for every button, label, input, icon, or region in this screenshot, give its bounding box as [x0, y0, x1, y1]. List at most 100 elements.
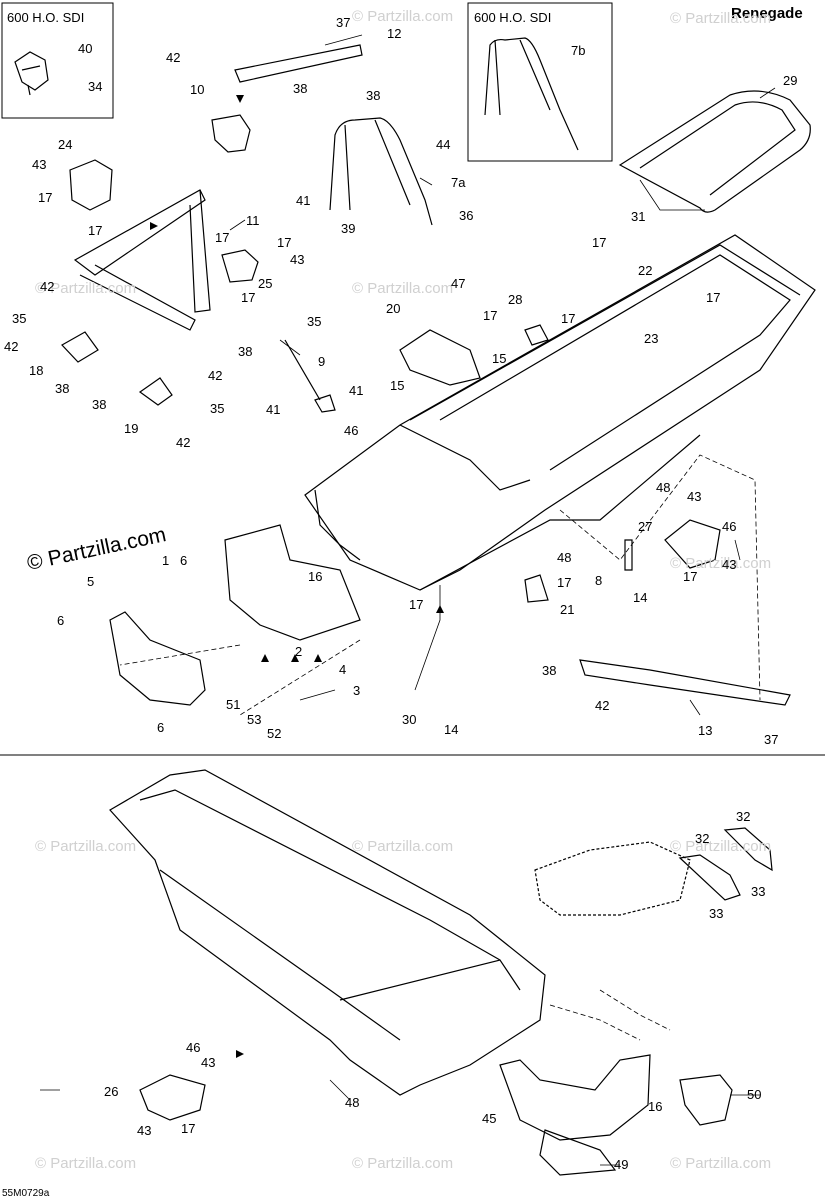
callout: 17	[683, 569, 698, 584]
callout: 29	[783, 73, 798, 88]
callout: 38	[92, 397, 107, 412]
callout: 42	[40, 279, 55, 294]
callout: 39	[341, 221, 356, 236]
callout: 23	[644, 331, 659, 346]
callout: 32	[736, 809, 751, 824]
callout: 48	[345, 1095, 360, 1110]
callout: 47	[451, 276, 466, 291]
callout: 17	[592, 235, 607, 250]
callout: 18	[29, 363, 44, 378]
callout: 46	[344, 423, 359, 438]
callout: 52	[267, 726, 282, 741]
callout: 10	[190, 82, 205, 97]
callout: 2	[295, 644, 303, 659]
callout: 38	[55, 381, 70, 396]
callout: 36	[459, 208, 474, 223]
callout: 28	[508, 292, 523, 307]
callout: 41	[266, 402, 281, 417]
watermark-6: © Partzilla.com	[35, 838, 137, 855]
callout: 12	[387, 26, 402, 41]
callout: 17	[181, 1121, 196, 1136]
callout: 43	[722, 557, 737, 572]
callout: 17	[409, 597, 424, 612]
model-title: Renegade	[731, 5, 803, 22]
callout: 30	[402, 712, 417, 727]
callout: 43	[137, 1123, 152, 1138]
callout: 37	[764, 732, 779, 747]
callout: 17	[241, 290, 256, 305]
callout: 44	[436, 137, 451, 152]
watermark-9: © Partzilla.com	[35, 1155, 137, 1172]
callout: 51	[226, 697, 241, 712]
watermark-5: © Partzilla.com	[670, 555, 772, 572]
callout: 41	[296, 193, 311, 208]
watermark-10: © Partzilla.com	[352, 1155, 454, 1172]
callout: 35	[307, 314, 322, 329]
callout: 42	[166, 50, 181, 65]
callout: 49	[614, 1157, 629, 1172]
callout: 16	[648, 1099, 663, 1114]
callout: 14	[444, 722, 459, 737]
callout: 22	[638, 263, 653, 278]
callout: 13	[698, 723, 713, 738]
callout: 42	[208, 368, 223, 383]
callout: 19	[124, 421, 139, 436]
inset-title-left: 600 H.O. SDI	[7, 10, 85, 25]
callout: 42	[595, 698, 610, 713]
callout: 43	[687, 489, 702, 504]
callout: 11	[246, 213, 260, 228]
callout: 9	[318, 354, 326, 369]
watermark-2: © Partzilla.com	[670, 10, 772, 27]
callout: 31	[631, 209, 646, 224]
callout: 25	[258, 276, 273, 291]
inset-box-left	[1, 2, 114, 119]
callout: 45	[482, 1111, 497, 1126]
watermark-7: © Partzilla.com	[352, 838, 454, 855]
callout: 17	[277, 235, 292, 250]
inset-box-right	[467, 2, 613, 162]
callout: 17	[557, 575, 572, 590]
callout: 15	[390, 378, 405, 393]
callout: 35	[210, 401, 225, 416]
watermark-4: © Partzilla.com	[352, 280, 454, 297]
callout: 27	[638, 519, 653, 534]
callout: 50	[747, 1087, 762, 1102]
callout: 8	[595, 573, 603, 588]
callout-7b: 7b	[571, 43, 586, 58]
callout: 6	[180, 553, 188, 568]
callout: 42	[4, 339, 19, 354]
callout: 46	[722, 519, 737, 534]
watermark-3: © Partzilla.com	[35, 280, 137, 297]
callout: 16	[308, 569, 323, 584]
callout: 15	[492, 351, 507, 366]
callout: 26	[104, 1084, 119, 1099]
callout: 53	[247, 712, 262, 727]
callout: 35	[12, 311, 27, 326]
callout: 46	[186, 1040, 201, 1055]
watermark-8: © Partzilla.com	[670, 838, 772, 855]
callout: 41	[349, 383, 364, 398]
callout: 48	[557, 550, 572, 565]
callout: 38	[542, 663, 557, 678]
callout: 6	[57, 613, 65, 628]
callout: 21	[560, 602, 575, 617]
callout: 37	[336, 15, 351, 30]
callout: 43	[32, 157, 47, 172]
callout: 17	[706, 290, 721, 305]
callout: 3	[353, 683, 361, 698]
watermark-1: © Partzilla.com	[352, 8, 454, 25]
callout: 7a	[451, 175, 466, 190]
callout: 20	[386, 301, 401, 316]
callout-34: 34	[88, 79, 103, 94]
callout: 43	[201, 1055, 216, 1070]
callout: 17	[215, 230, 230, 245]
callout: 33	[751, 884, 766, 899]
watermark-11: © Partzilla.com	[670, 1155, 772, 1172]
callout: 38	[366, 88, 381, 103]
callout: 42	[176, 435, 191, 450]
inset-title-right: 600 H.O. SDI	[474, 10, 552, 25]
callout: 17	[88, 223, 103, 238]
callout: 32	[695, 831, 710, 846]
callout: 38	[238, 344, 253, 359]
